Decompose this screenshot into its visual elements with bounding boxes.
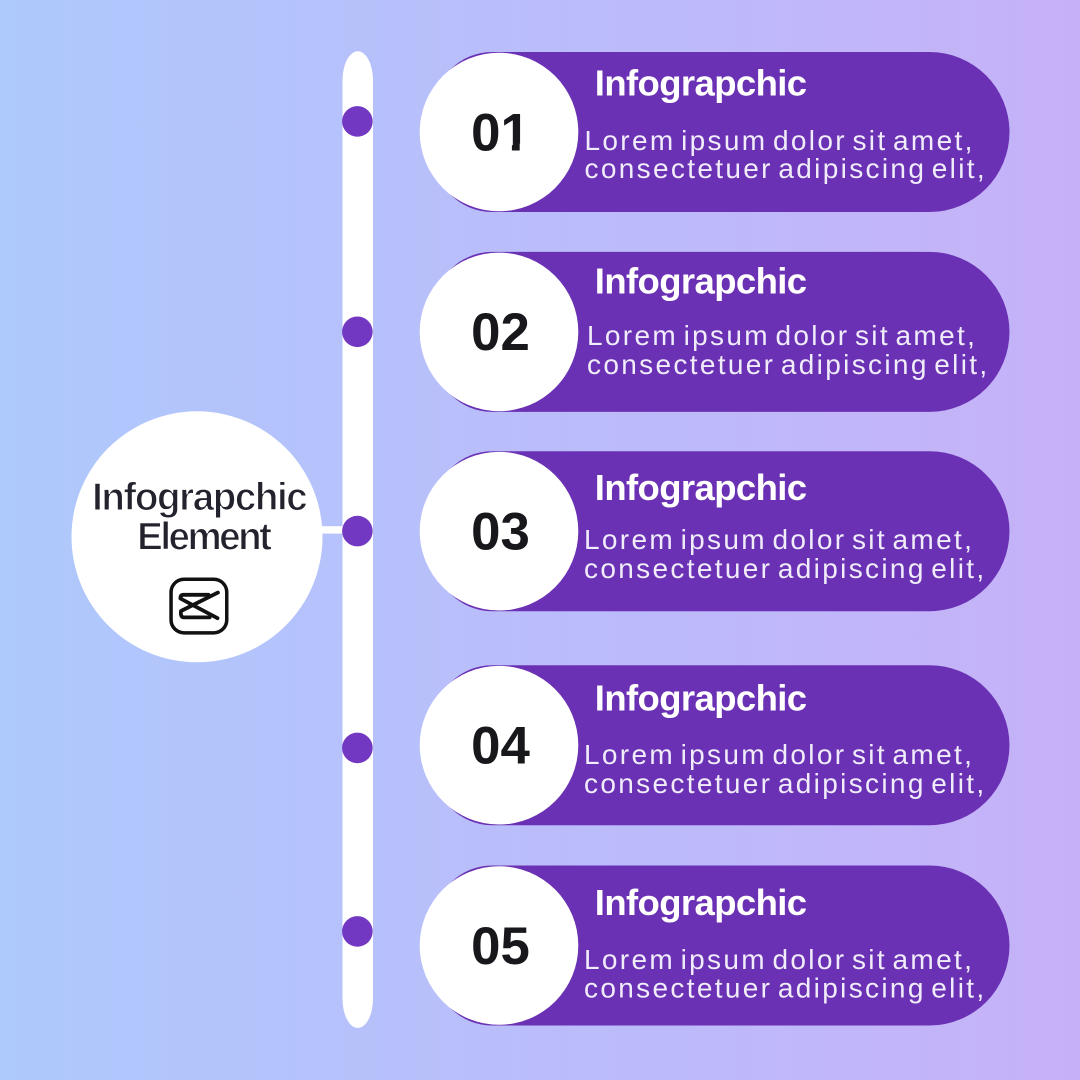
svg-text:consectetuer adipiscing elit,: consectetuer adipiscing elit, <box>585 153 988 184</box>
svg-text:Infograpchic: Infograpchic <box>595 261 807 302</box>
svg-text:03: 03 <box>471 503 530 562</box>
svg-text:Infograpchic: Infograpchic <box>595 882 807 923</box>
svg-text:Lorem ipsum dolor sit amet,: Lorem ipsum dolor sit amet, <box>584 524 974 555</box>
svg-text:Infograpchic: Infograpchic <box>595 467 807 508</box>
svg-text:consectetuer adipiscing elit,: consectetuer adipiscing elit, <box>584 973 987 1004</box>
svg-text:02: 02 <box>471 303 530 362</box>
svg-text:Lorem ipsum dolor sit amet,: Lorem ipsum dolor sit amet, <box>584 739 974 770</box>
svg-text:04: 04 <box>471 717 530 776</box>
svg-text:consectetuer adipiscing elit,: consectetuer adipiscing elit, <box>587 349 990 380</box>
svg-text:Lorem ipsum dolor sit amet,: Lorem ipsum dolor sit amet, <box>587 320 977 351</box>
svg-text:Infograpchic: Infograpchic <box>595 63 807 104</box>
svg-text:Infograpchic: Infograpchic <box>92 476 307 519</box>
svg-text:01: 01 <box>471 103 530 162</box>
svg-text:Lorem ipsum dolor sit amet,: Lorem ipsum dolor sit amet, <box>585 125 975 156</box>
svg-text:consectetuer adipiscing elit,: consectetuer adipiscing elit, <box>584 768 987 799</box>
svg-text:consectetuer adipiscing elit,: consectetuer adipiscing elit, <box>584 553 987 584</box>
svg-text:Infograpchic: Infograpchic <box>595 677 807 718</box>
svg-text:Element: Element <box>137 516 272 559</box>
svg-text:05: 05 <box>471 917 530 976</box>
svg-text:Lorem ipsum dolor sit amet,: Lorem ipsum dolor sit amet, <box>584 944 974 975</box>
